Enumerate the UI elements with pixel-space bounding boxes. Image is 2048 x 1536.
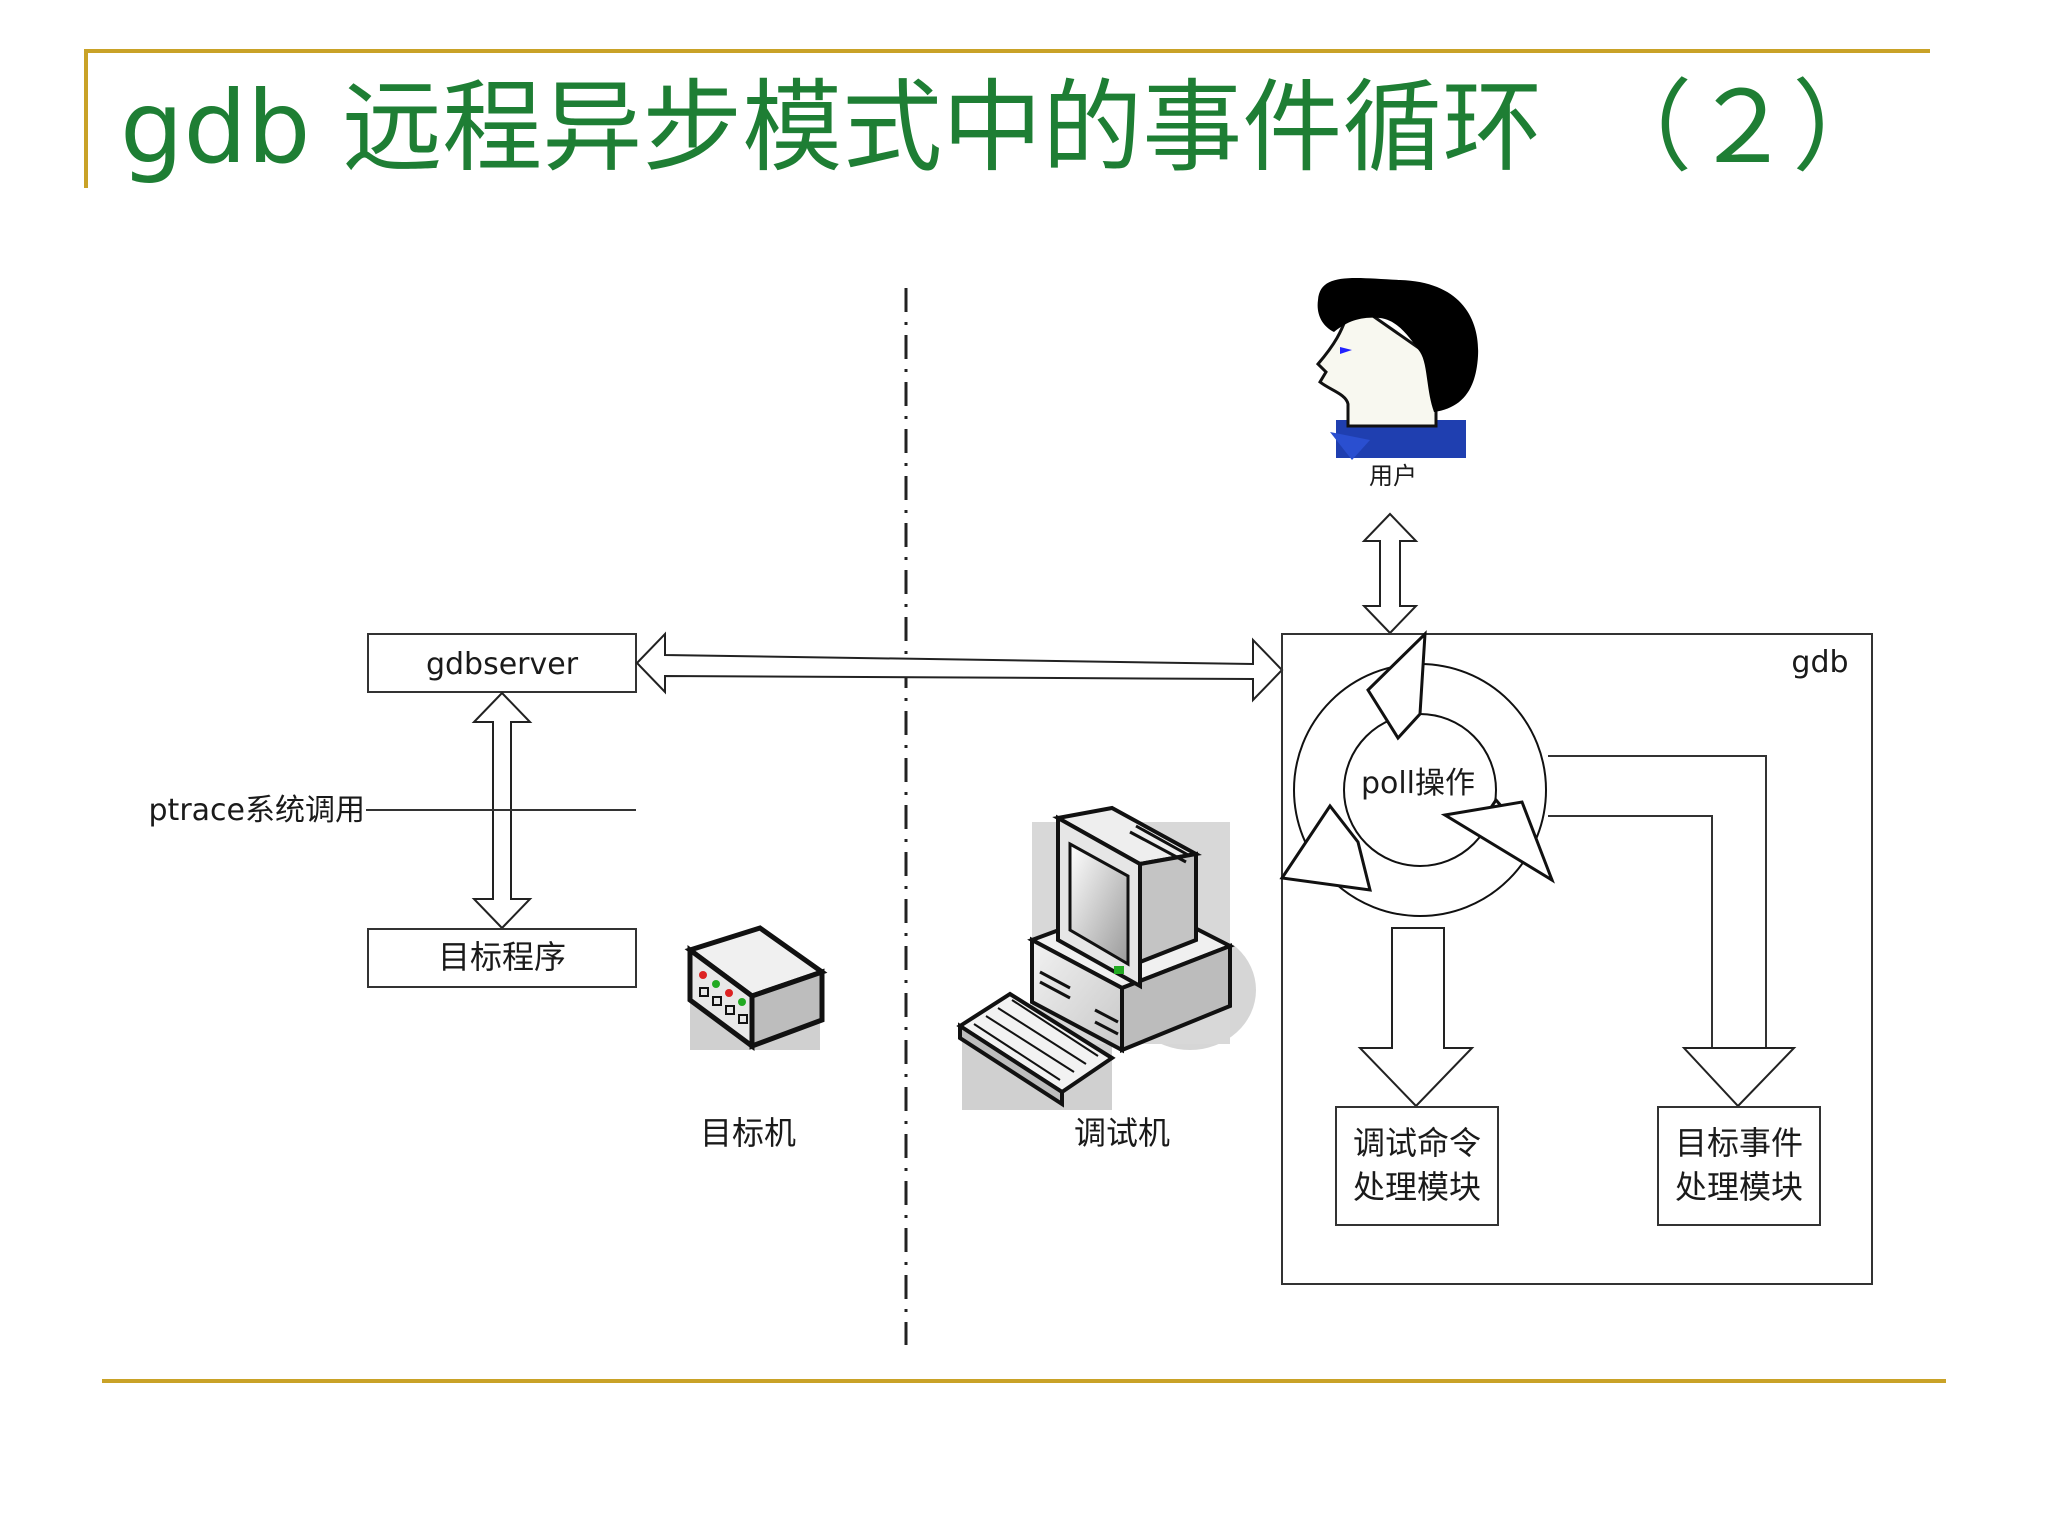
user-label: 用户	[1369, 462, 1417, 490]
gdbserver-gdb-arrow	[635, 631, 1284, 703]
debug-cmd-module-line2: 处理模块	[1353, 1168, 1481, 1206]
target-machine-label: 目标机	[700, 1114, 796, 1152]
target-machine-icon	[684, 925, 828, 1051]
debug-machine-icon	[956, 805, 1256, 1110]
title-decoration	[84, 49, 1946, 1383]
poll-cycle-icon	[1279, 630, 1555, 917]
event-module-arrow	[1681, 1047, 1797, 1108]
debug-machine-label: 调试机	[1074, 1114, 1170, 1152]
debug-cmd-module-box	[1335, 1106, 1499, 1226]
target-program-label: 目标程序	[438, 938, 566, 976]
target-program-box	[367, 928, 637, 988]
event-connector-inner	[1548, 815, 1713, 1048]
cmd-module-arrow	[1357, 927, 1475, 1108]
target-event-module-line1: 目标事件	[1675, 1124, 1803, 1162]
target-event-module-line2: 处理模块	[1675, 1168, 1803, 1206]
ptrace-label: ptrace系统调用	[149, 793, 365, 828]
user-gdb-arrow	[1361, 512, 1419, 635]
gdb-label: gdb	[1791, 645, 1848, 680]
gdbserver-label: gdbserver	[426, 647, 579, 682]
target-event-module-box	[1657, 1106, 1821, 1226]
poll-label: poll操作	[1361, 766, 1475, 801]
user-icon	[1315, 278, 1479, 460]
debug-cmd-module-line1: 调试命令	[1353, 1124, 1481, 1162]
event-connector-outer	[1548, 755, 1767, 1048]
slide-title: gdb 远程异步模式中的事件循环 （２）	[120, 69, 1893, 186]
gdb-box	[1281, 633, 1873, 1285]
